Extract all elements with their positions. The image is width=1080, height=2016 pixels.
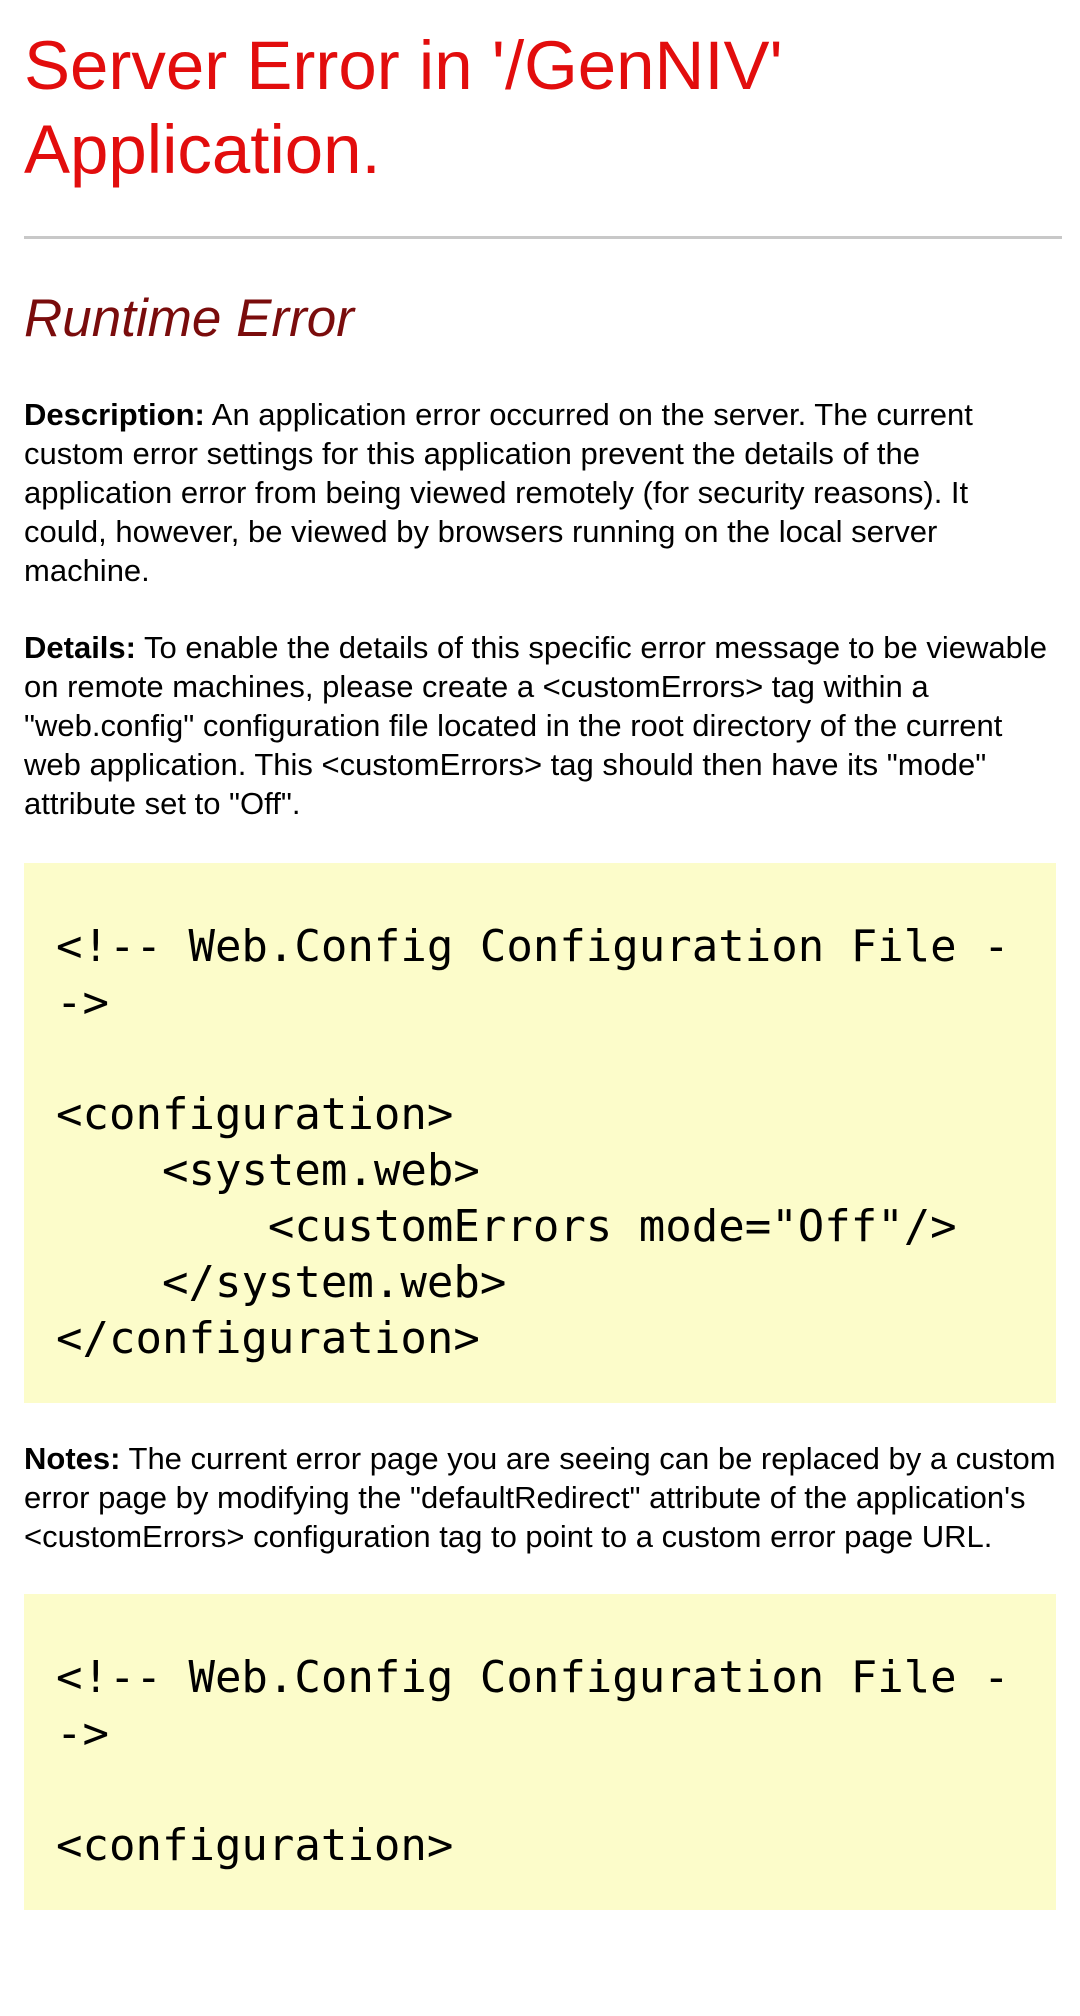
notes-text: The current error page you are seeing ca… [24,1441,1056,1554]
notes-label: Notes: [24,1441,121,1476]
error-subtitle: Runtime Error [24,289,354,348]
error-page: Server Error in '/GenNIV' Application. R… [24,0,1062,1910]
details-text: To enable the details of this specific e… [24,630,1047,821]
notes-paragraph: Notes: The current error page you are se… [24,1439,1058,1556]
config-code-block: <!-- Web.Config Configuration File --> <… [24,863,1056,1403]
description-text: An application error occurred on the ser… [24,397,973,588]
details-paragraph: Details: To enable the details of this s… [24,628,1058,823]
description-label: Description: [24,397,205,432]
title-divider [24,236,1062,239]
page-title: Server Error in '/GenNIV' Application. [24,27,783,188]
config-code-block-2: <!-- Web.Config Configuration File --> <… [24,1594,1056,1910]
description-paragraph: Description: An application error occurr… [24,395,1058,590]
details-label: Details: [24,630,136,665]
